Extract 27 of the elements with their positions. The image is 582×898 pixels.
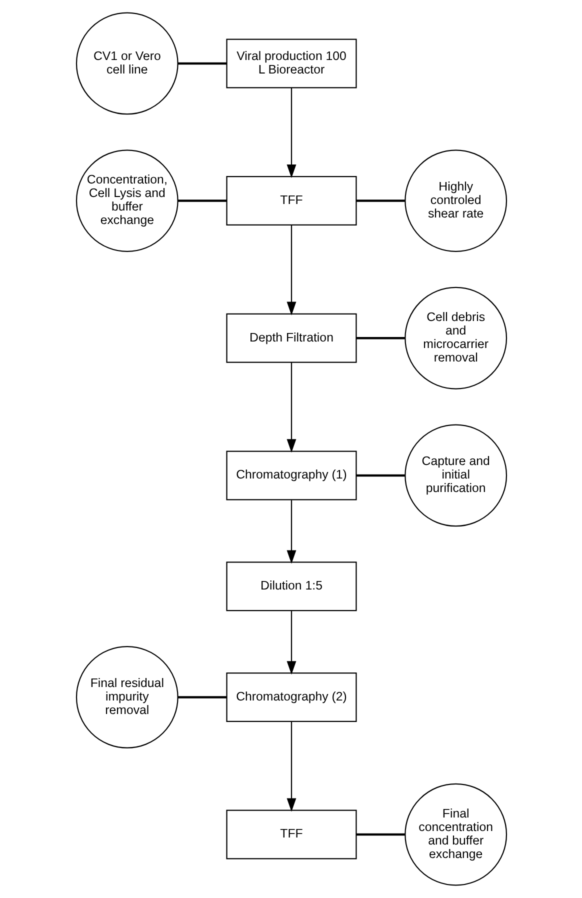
arrow [286,225,296,316]
connector [177,696,226,698]
node-circle: Capture and initial purification [404,424,507,527]
arrow [286,88,296,178]
node-box: TFF [226,810,356,860]
node-circle: Highly controled shear rate [404,150,507,252]
node-circle: CV1 or Vero cell line [75,12,178,115]
connector [356,200,404,202]
node-box: Dilution 1:5 [226,562,356,612]
connector [356,833,404,836]
node-box: Chromatography (1) [226,450,356,500]
node-box: Chromatography (2) [226,672,356,722]
arrow [286,722,296,812]
node-box: Viral production 100 L Bioreactor [226,38,356,88]
connector [356,337,404,340]
connector [356,474,404,477]
arrow [286,500,296,564]
node-box: TFF [226,176,356,226]
node-circle: Concentration, Cell Lysis and buffer exchange [75,150,178,252]
connector [177,200,226,202]
arrow [286,362,296,453]
node-circle: Cell debris and microcarrier removal [404,286,507,390]
node-circle: Final residual impurity removal [75,646,178,748]
connector [177,62,226,65]
node-circle: Final concentration and buffer exchange [404,783,507,886]
arrow [286,611,296,675]
node-box: Depth Filtration [226,313,356,363]
